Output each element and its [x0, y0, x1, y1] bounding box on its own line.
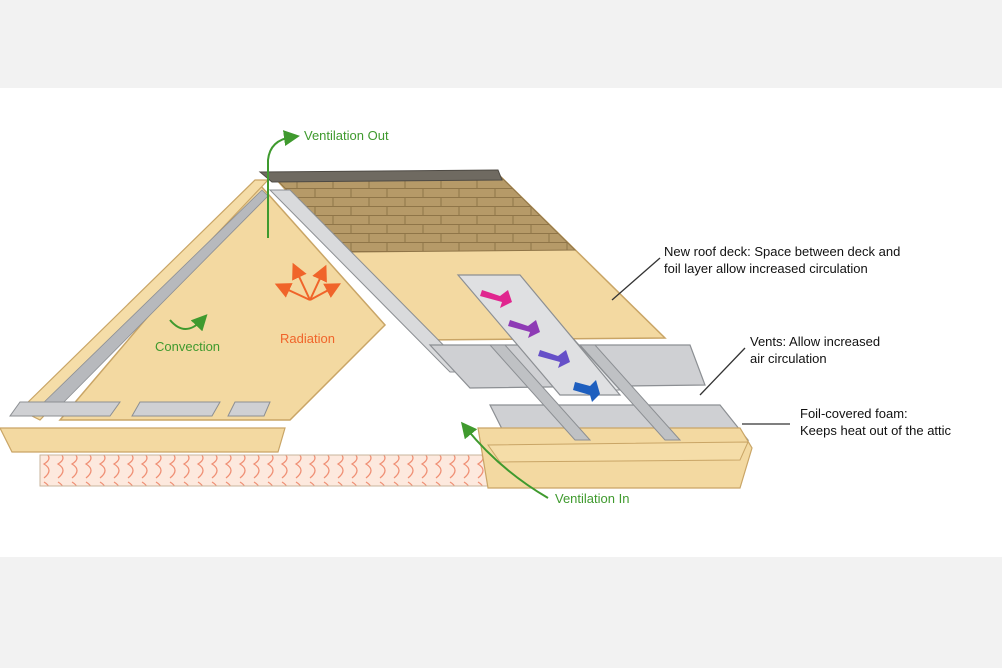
airflow-arrows — [480, 290, 600, 402]
vents-callout-line1: Vents: Allow increased — [750, 334, 881, 349]
radiation-arrows — [274, 262, 342, 301]
ventilation-in-arrow — [460, 421, 549, 499]
radiation-label: Radiation — [280, 331, 335, 346]
foam-callout-line1: Foil-covered foam: — [800, 406, 908, 421]
left-eave-boards — [0, 401, 286, 453]
vents-callout: Vents: Allow increased air circulation — [750, 333, 880, 367]
attic-insulation — [39, 454, 489, 487]
bottom-band — [0, 557, 1002, 668]
roof-deck — [258, 169, 667, 341]
airflow-arrow-4 — [573, 380, 600, 402]
airflow-arrow-3 — [538, 350, 570, 368]
vents-callout-line2: air circulation — [750, 351, 827, 366]
airflow-arrow-2 — [508, 320, 540, 338]
foil-covered-foam — [477, 344, 753, 489]
top-band — [0, 0, 1002, 88]
ventilation-out-arrow — [267, 130, 300, 238]
left-gable-wall — [18, 179, 387, 421]
ventilation-in-label: Ventilation In — [555, 491, 630, 506]
roof-deck-callout-line1: New roof deck: Space between deck and — [664, 244, 901, 259]
foam-callout-line2: Keeps heat out of the attic — [800, 423, 952, 438]
roof-deck-callout: New roof deck: Space between deck and fo… — [664, 243, 900, 277]
callout-lines — [611, 257, 790, 425]
foam-callout: Foil-covered foam: Keeps heat out of the… — [800, 405, 951, 439]
deck-vent-opening — [456, 274, 622, 396]
roof-deck-callout-line2: foil layer allow increased circulation — [664, 261, 868, 276]
convection-arrow — [169, 314, 208, 332]
convection-label: Convection — [155, 339, 221, 354]
airflow-arrow-1 — [480, 290, 512, 308]
ventilation-out-label: Ventilation Out — [304, 128, 389, 143]
